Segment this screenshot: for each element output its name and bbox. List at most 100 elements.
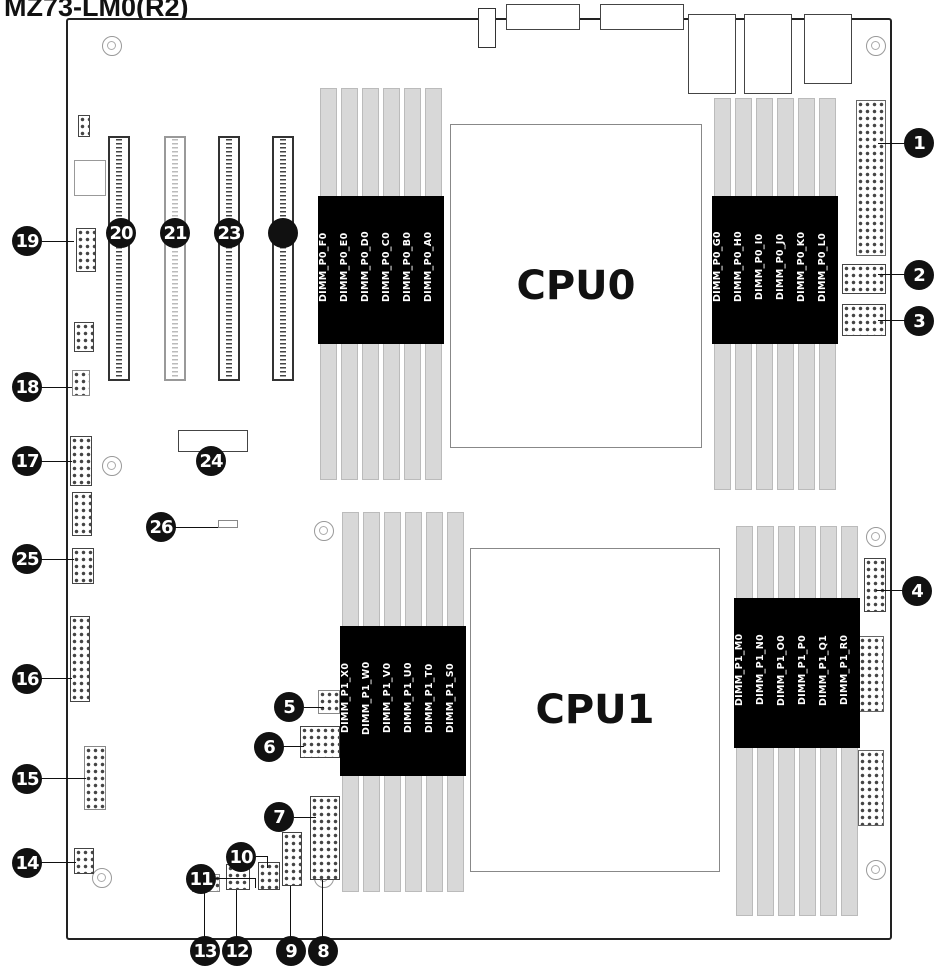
cpu0-socket: CPU0	[450, 124, 702, 448]
callout-15: 15	[12, 764, 42, 794]
callout-19: 19	[12, 226, 42, 256]
board-title: MZ73-LM0(R2)	[4, 0, 189, 22]
callout-20: 20	[106, 218, 136, 248]
header-fan-a	[74, 322, 94, 352]
header-right-b	[858, 750, 884, 826]
dimm-label: DIMM_P0_I0	[754, 196, 775, 344]
leader-line	[267, 856, 268, 868]
leader-line	[304, 707, 324, 708]
leader-line	[214, 878, 256, 879]
rear-io-lan-2	[744, 14, 792, 94]
rear-io-lan-3	[804, 14, 852, 84]
header-jumper	[78, 115, 90, 137]
mounting-hole	[314, 521, 334, 541]
callout-13: 13	[190, 936, 220, 966]
leader-line	[170, 527, 218, 528]
dimm-label: DIMM_P1_T0	[424, 626, 445, 776]
dimm-label: DIMM_P0_G0	[712, 196, 733, 344]
header-stack	[72, 492, 92, 536]
leader-line	[282, 746, 304, 747]
dimm-label: DIMM_P1_Q1	[818, 598, 839, 748]
leader-line	[40, 387, 72, 388]
callout-3: 3	[904, 306, 934, 336]
header-9	[282, 832, 302, 886]
leader-line	[322, 880, 323, 942]
pcie-slot-4	[272, 136, 294, 381]
leader-line	[204, 892, 205, 942]
leader-line	[236, 890, 237, 942]
leader-line	[878, 143, 906, 144]
callout-21: 21	[160, 218, 190, 248]
callout-9: 9	[276, 936, 306, 966]
rear-io-usb	[478, 8, 496, 48]
header-4	[864, 558, 886, 612]
header-18	[72, 370, 90, 396]
callout-18: 18	[12, 372, 42, 402]
dimm-label: DIMM_P1_X0	[340, 626, 361, 776]
callout-4: 4	[902, 576, 932, 606]
header-right-a	[858, 636, 884, 712]
dimm-label: DIMM_P0_B0	[402, 196, 423, 344]
header-small	[74, 160, 106, 196]
power-connector-1	[856, 100, 886, 256]
dimm-label: DIMM_P1_M0	[734, 598, 755, 748]
callout-24: 24	[196, 446, 226, 476]
leader-line	[294, 817, 316, 818]
callout-1: 1	[904, 128, 934, 158]
dimm-label: DIMM_P1_U0	[403, 626, 424, 776]
dimm-label: DIMM_P1_P0	[797, 598, 818, 748]
dimm-label: DIMM_P0_J0	[775, 196, 796, 344]
header-25	[72, 548, 94, 584]
leader-line	[878, 320, 906, 321]
header-5	[318, 690, 340, 714]
callout-14: 14	[12, 848, 42, 878]
callout-11: 11	[186, 864, 216, 894]
callout-slot4-marker	[268, 218, 298, 248]
pcie-slot-2	[164, 136, 186, 381]
leader-line	[40, 559, 74, 560]
pcie-slot-3	[218, 136, 240, 381]
callout-23: 23	[214, 218, 244, 248]
cpu1-socket: CPU1	[470, 548, 720, 872]
power-connector-2	[842, 264, 886, 294]
dimm-label: DIMM_P1_R0	[839, 598, 860, 748]
dimm-label: DIMM_P0_D0	[360, 196, 381, 344]
rear-io-lan-1	[688, 14, 736, 94]
dimm-label: DIMM_P1_N0	[755, 598, 776, 748]
header-16	[70, 616, 90, 702]
header-15	[84, 746, 106, 810]
leader-line	[42, 241, 74, 242]
header-10	[258, 862, 280, 890]
callout-5: 5	[274, 692, 304, 722]
callout-7: 7	[264, 802, 294, 832]
leader-line	[40, 778, 86, 779]
leader-line	[255, 878, 256, 888]
dimm-label: DIMM_P0_E0	[339, 196, 360, 344]
callout-26: 26	[146, 512, 176, 542]
callout-16: 16	[12, 664, 42, 694]
callout-25: 25	[12, 544, 42, 574]
dimm-label: DIMM_P0_L0	[817, 196, 838, 344]
mounting-hole	[92, 868, 112, 888]
leader-line	[40, 678, 72, 679]
leader-line	[290, 886, 291, 942]
header-19	[76, 228, 96, 272]
mounting-hole	[102, 36, 122, 56]
dimm-label: DIMM_P0_F0	[318, 196, 339, 344]
dimm-label: DIMM_P1_V0	[382, 626, 403, 776]
mounting-hole	[866, 36, 886, 56]
rear-io-serial	[600, 4, 684, 30]
dimm-label: DIMM_P0_K0	[796, 196, 817, 344]
mounting-hole	[866, 527, 886, 547]
header-17	[70, 436, 92, 486]
pcie-slot-1	[108, 136, 130, 381]
mounting-hole	[102, 456, 122, 476]
rear-io-vga	[506, 4, 580, 30]
header-6	[300, 726, 340, 758]
callout-10: 10	[226, 842, 256, 872]
dimm-label: DIMM_P0_H0	[733, 196, 754, 344]
leader-line	[876, 590, 904, 591]
leader-line	[40, 862, 76, 863]
component-26	[218, 520, 238, 528]
dimm-label: DIMM_P1_O0	[776, 598, 797, 748]
